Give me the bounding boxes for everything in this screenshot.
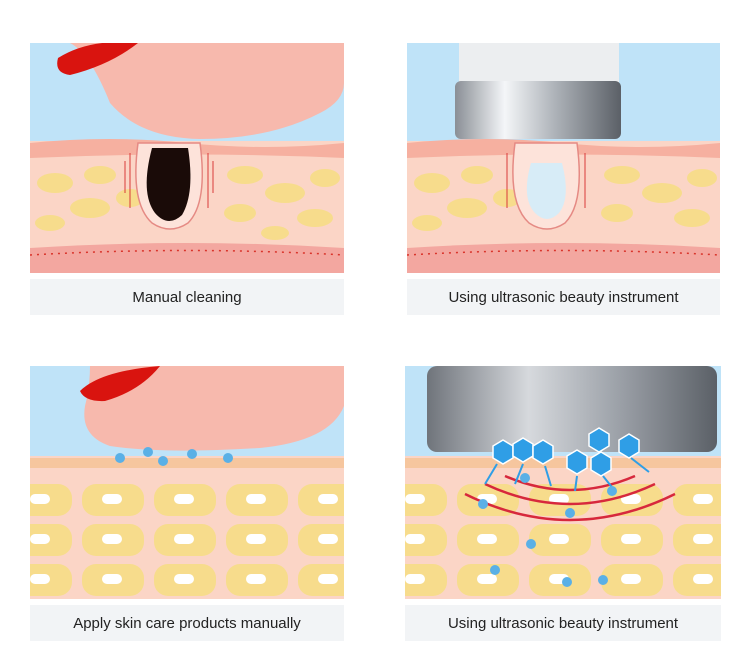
caption-ultrasonic-cleaning: Using ultrasonic beauty instrument xyxy=(407,279,720,315)
illustration-ultrasonic-skincare xyxy=(405,366,721,599)
illustration-ultrasonic-cleaning xyxy=(407,43,720,273)
illustration-manual-skincare xyxy=(30,366,344,599)
caption-manual-skincare: Apply skin care products manually xyxy=(30,605,344,641)
illustration-manual-cleaning xyxy=(30,43,344,273)
caption-ultrasonic-skincare: Using ultrasonic beauty instrument xyxy=(405,605,721,641)
caption-manual-cleaning: Manual cleaning xyxy=(30,279,344,315)
